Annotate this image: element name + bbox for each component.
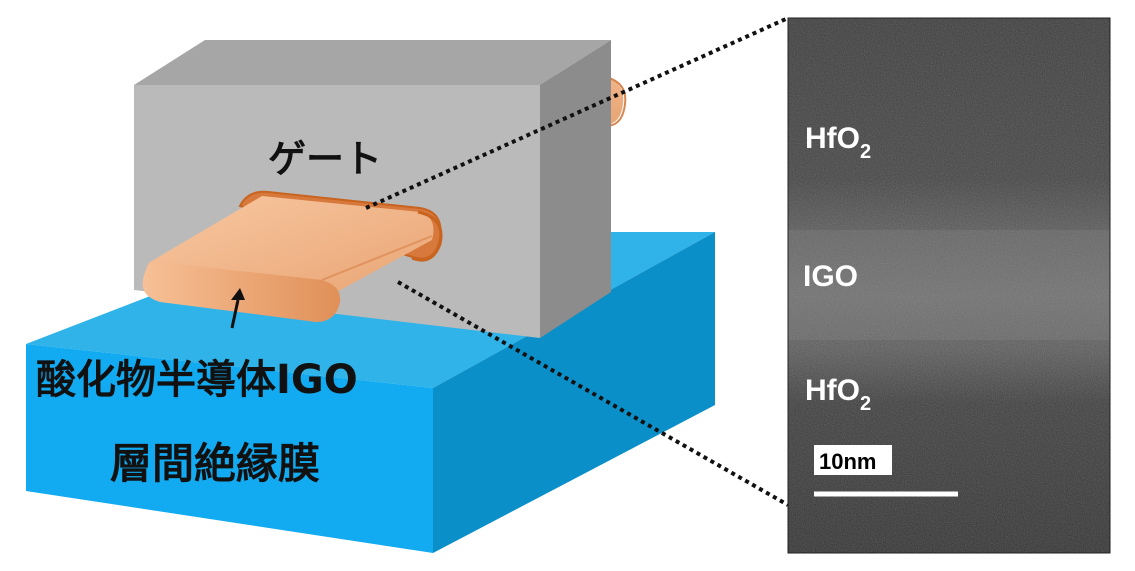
- substrate-front-face: [26, 344, 433, 553]
- channel-front: [142, 190, 443, 322]
- gate-right-face: [540, 40, 611, 338]
- gate-top-face: [134, 40, 611, 85]
- scale-bar: 10nm: [814, 445, 958, 497]
- scale-bar-label: 10nm: [819, 449, 876, 474]
- tem-bottom-layer-label: HfO2: [805, 374, 871, 415]
- substrate-right-face: [433, 232, 715, 553]
- tem-bottom-layer-sub: 2: [860, 393, 871, 415]
- tem-middle-layer-label: IGO: [803, 260, 858, 293]
- oxide-semiconductor-label: 酸化物半導体IGO: [36, 357, 358, 403]
- gate-label: ゲート: [268, 137, 382, 181]
- tem-top-layer-label: HfO2: [805, 122, 871, 163]
- interlayer-film-label: 層間絶縁膜: [110, 439, 320, 488]
- tem-bottom-layer-base: HfO: [805, 374, 860, 407]
- zoom-lines: [365, 16, 789, 507]
- pointer-arrow: [230, 288, 245, 329]
- tem-image-border: [787, 17, 1111, 554]
- tem-top-layer-sub: 2: [860, 141, 871, 163]
- tem-top-layer-base: HfO: [805, 122, 860, 155]
- scale-bar-label-box: [814, 445, 892, 475]
